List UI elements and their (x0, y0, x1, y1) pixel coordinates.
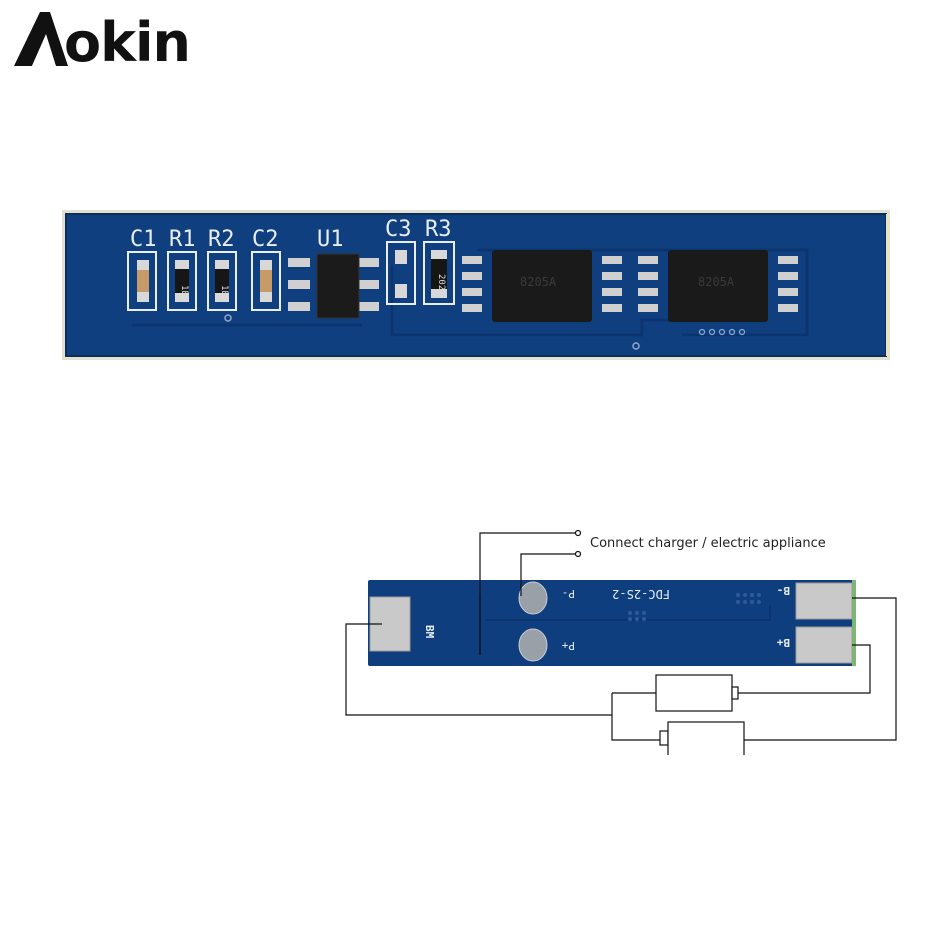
label-r2: R2 (208, 227, 235, 252)
label-c3: C3 (385, 217, 412, 242)
resistor-r3: 202 (423, 241, 455, 305)
pcb-bottom-board (368, 580, 856, 666)
label-r1: R1 (169, 227, 196, 252)
pad-p-plus-label: P+ (561, 639, 575, 652)
label-u1: U1 (317, 227, 344, 252)
mosfet-chip-2: 8205A (638, 250, 798, 322)
label-c1: C1 (130, 227, 157, 252)
resistor-r2: 1EE (207, 251, 237, 311)
label-c2: C2 (252, 227, 279, 252)
wiring-diagram: BM P- FDC-2S-2 P+ B- B+ (345, 529, 897, 755)
wires (345, 529, 897, 741)
resistor-r1: 1EE (167, 251, 197, 311)
chip-u1 (288, 253, 379, 319)
pad-b-minus (795, 582, 853, 620)
pad-p-minus (518, 581, 548, 615)
pad-b-plus (795, 626, 853, 664)
capacitor-c2 (251, 251, 281, 311)
battery-cell-1 (655, 674, 739, 712)
pad-p-minus-label: P- (562, 587, 575, 600)
mosfet-chip-1: 8205A (462, 250, 622, 322)
mosfet-2-marking: 8205A (698, 275, 735, 289)
capacitor-c3 (386, 241, 416, 305)
pcb-top-view: C1 R1 R2 C2 U1 C3 R3 1EE 1EE (62, 210, 890, 360)
pad-p-plus (518, 628, 548, 662)
mosfet-1-marking: 8205A (520, 275, 557, 289)
pad-bm-label: BM (423, 625, 436, 639)
board-label: FDC-2S-2 (612, 587, 670, 601)
label-r3: R3 (425, 217, 452, 242)
battery-cell-2 (659, 721, 745, 755)
capacitor-c1 (127, 251, 157, 311)
pad-b-plus-label: B+ (776, 636, 790, 649)
resistor-r1-code: 1EE (179, 285, 189, 301)
connection-annotation: Connect charger / electric appliance (590, 536, 826, 551)
pad-b-minus-label: B- (777, 584, 790, 597)
brand-name: okin (64, 11, 191, 74)
brand-logo: okin (10, 8, 191, 74)
brand-mark-icon (14, 12, 68, 66)
resistor-r2-code: 1EE (219, 285, 229, 301)
resistor-r3-code: 202 (436, 274, 446, 290)
